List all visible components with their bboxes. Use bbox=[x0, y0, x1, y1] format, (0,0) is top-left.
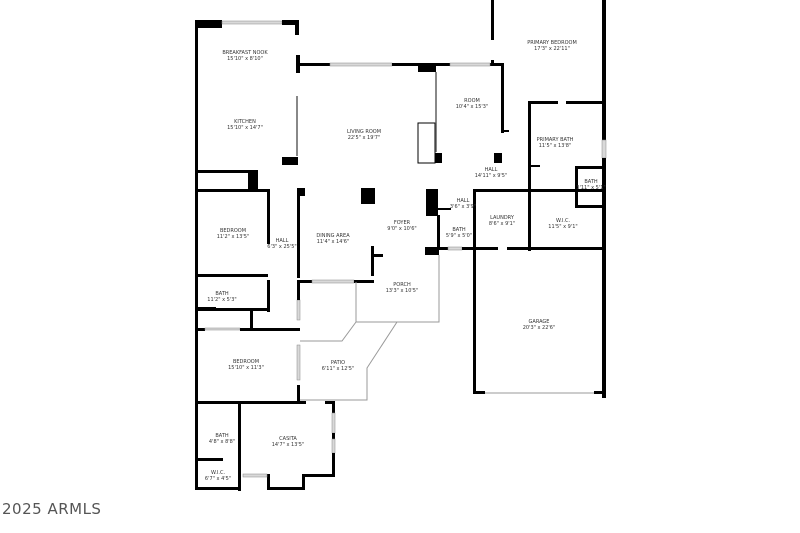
svg-text:BREAKFAST NOOK: BREAKFAST NOOK bbox=[222, 50, 268, 56]
svg-text:10'4" x 15'3": 10'4" x 15'3" bbox=[456, 104, 489, 110]
svg-text:BATH: BATH bbox=[452, 227, 466, 233]
svg-text:W.I.C.: W.I.C. bbox=[556, 218, 571, 224]
svg-text:LAUNDRY: LAUNDRY bbox=[490, 215, 515, 221]
watermark: 2025 ARMLS bbox=[2, 500, 102, 518]
svg-text:BATH: BATH bbox=[215, 433, 229, 439]
svg-text:20'3" x 22'6": 20'3" x 22'6" bbox=[523, 325, 556, 331]
svg-text:14'11" x 9'5": 14'11" x 9'5" bbox=[475, 173, 508, 179]
svg-text:HALL: HALL bbox=[485, 167, 498, 173]
svg-text:15'10" x 14'7": 15'10" x 14'7" bbox=[227, 125, 263, 131]
svg-text:6'11" x 12'5": 6'11" x 12'5" bbox=[322, 366, 355, 372]
svg-text:KITCHEN: KITCHEN bbox=[234, 119, 256, 125]
svg-text:11'4" x 14'6": 11'4" x 14'6" bbox=[317, 239, 350, 245]
svg-text:13'3" x 10'5": 13'3" x 10'5" bbox=[386, 288, 419, 294]
svg-text:W.I.C.: W.I.C. bbox=[211, 470, 226, 476]
svg-text:GARAGE: GARAGE bbox=[529, 319, 550, 325]
svg-text:CASITA: CASITA bbox=[279, 436, 297, 442]
svg-text:PORCH: PORCH bbox=[393, 282, 411, 288]
svg-text:22'5" x 19'7": 22'5" x 19'7" bbox=[348, 135, 381, 141]
svg-text:14'7" x 13'5": 14'7" x 13'5" bbox=[272, 442, 305, 448]
svg-text:ROOM: ROOM bbox=[464, 98, 480, 104]
svg-text:9'0" x 10'6": 9'0" x 10'6" bbox=[387, 226, 416, 232]
svg-text:BATH: BATH bbox=[584, 179, 598, 185]
svg-text:4'8" x 8'8": 4'8" x 8'8" bbox=[209, 439, 235, 445]
svg-text:6'7" x 4'5": 6'7" x 4'5" bbox=[205, 476, 231, 482]
svg-text:5'9" x 5'0": 5'9" x 5'0" bbox=[446, 233, 472, 239]
svg-text:11'5" x 9'1": 11'5" x 9'1" bbox=[548, 224, 577, 230]
svg-text:11'2" x 13'5": 11'2" x 13'5" bbox=[217, 234, 250, 240]
svg-text:HALL: HALL bbox=[276, 238, 289, 244]
room-label: W.I.C.6'7" x 4'5" bbox=[205, 470, 231, 482]
svg-text:BEDROOM: BEDROOM bbox=[220, 228, 246, 234]
svg-text:LIVING ROOM: LIVING ROOM bbox=[347, 129, 381, 135]
room-label: W.I.C.11'5" x 9'1" bbox=[548, 218, 577, 230]
svg-text:PRIMARY BEDROOM: PRIMARY BEDROOM bbox=[527, 40, 577, 46]
svg-text:17'3" x 22'11": 17'3" x 22'11" bbox=[534, 46, 570, 52]
svg-text:3'11" x 5'1": 3'11" x 5'1" bbox=[576, 185, 605, 191]
svg-text:BATH: BATH bbox=[215, 291, 229, 297]
svg-text:15'10" x 8'10": 15'10" x 8'10" bbox=[227, 56, 263, 62]
svg-text:3'6" x 3'9": 3'6" x 3'9" bbox=[450, 204, 476, 210]
svg-text:8'6" x 9'1": 8'6" x 9'1" bbox=[489, 221, 515, 227]
svg-text:BEDROOM: BEDROOM bbox=[233, 359, 259, 365]
svg-text:15'10" x 11'3": 15'10" x 11'3" bbox=[228, 365, 264, 371]
svg-text:FOYER: FOYER bbox=[394, 220, 411, 226]
fireplace bbox=[417, 122, 436, 164]
svg-text:6'3" x 25'5": 6'3" x 25'5" bbox=[267, 244, 296, 250]
svg-text:11'5" x 13'8": 11'5" x 13'8" bbox=[539, 143, 572, 149]
walls bbox=[195, 0, 607, 491]
svg-text:PATIO: PATIO bbox=[331, 360, 345, 366]
svg-text:11'2" x 5'3": 11'2" x 5'3" bbox=[207, 297, 236, 303]
svg-text:HALL: HALL bbox=[457, 198, 470, 204]
svg-text:DINING AREA: DINING AREA bbox=[316, 233, 350, 239]
svg-text:PRIMARY BATH: PRIMARY BATH bbox=[537, 137, 574, 143]
